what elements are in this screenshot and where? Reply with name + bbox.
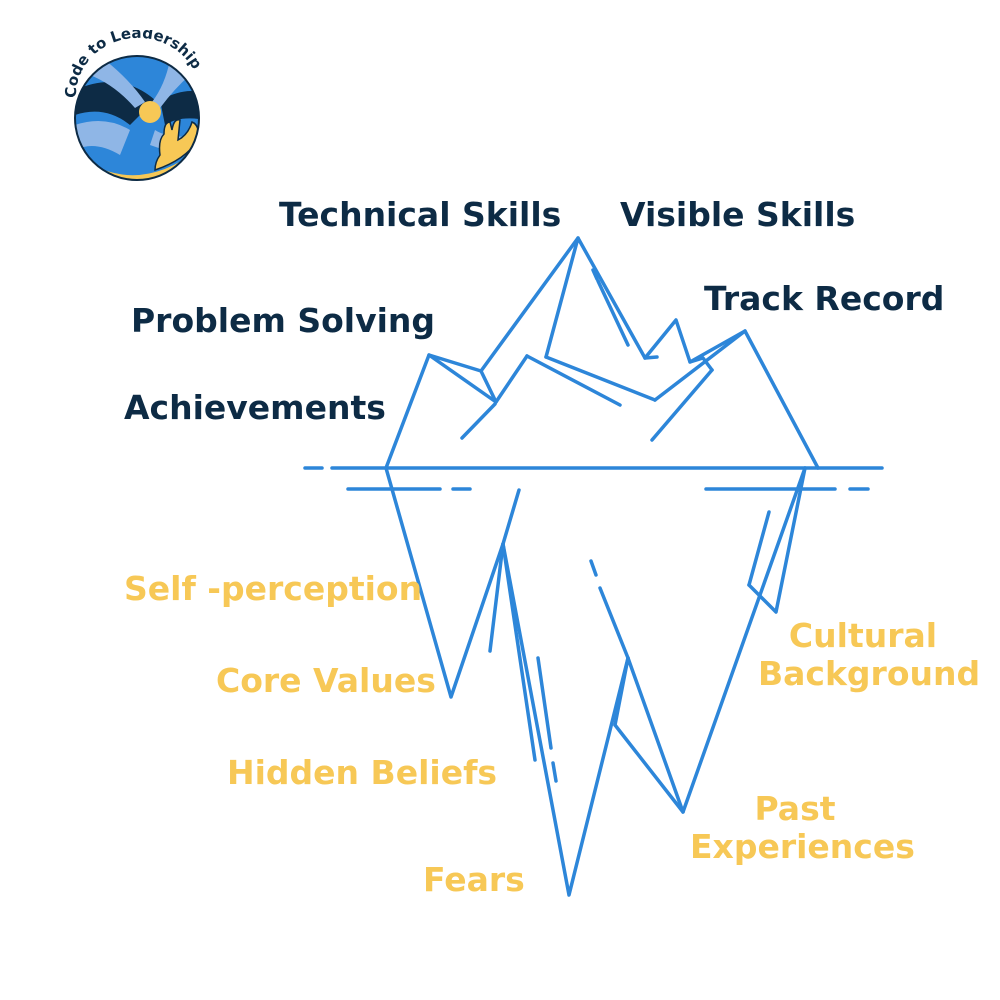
label-problem-solving: Problem Solving	[131, 301, 436, 340]
label-cultural-line2: Background	[758, 653, 981, 693]
label-achievements: Achievements	[124, 388, 386, 427]
label-track-record: Track Record	[704, 279, 945, 318]
label-fears: Fears	[423, 860, 525, 899]
label-cultural-line1: Cultural	[788, 616, 938, 655]
label-hidden-beliefs: Hidden Beliefs	[227, 753, 498, 792]
label-technical-skills: Technical Skills	[279, 195, 562, 234]
label-past-line2: Experiences	[690, 826, 915, 866]
label-visible-skills: Visible Skills	[620, 195, 856, 234]
label-past-line1: Past	[754, 789, 836, 828]
label-cultural-background: Cultural Background	[758, 616, 981, 693]
label-self-perception: Self -perception	[124, 569, 423, 608]
iceberg-top-outline	[384, 236, 820, 470]
label-core-values: Core Values	[216, 661, 436, 700]
code-to-leadership-logo: Code to Leadership	[62, 30, 206, 181]
label-past-experiences: Past Experiences	[690, 789, 915, 866]
